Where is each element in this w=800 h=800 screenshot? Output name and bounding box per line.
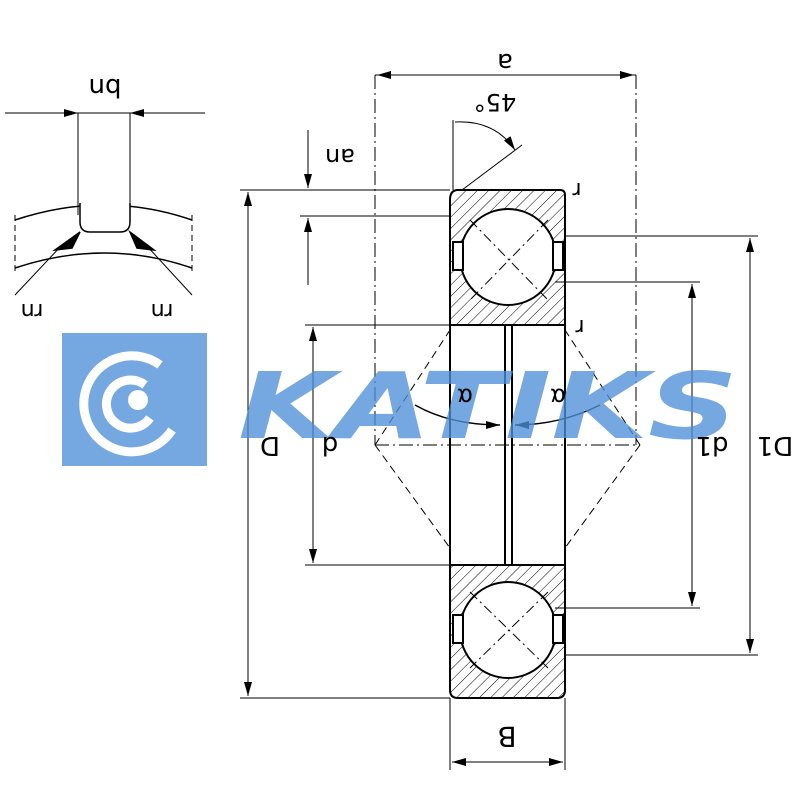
label-D1: D1: [757, 430, 794, 460]
label-an: an: [325, 143, 355, 171]
label-alpha-right: α: [550, 383, 566, 411]
ball-top: [459, 208, 557, 306]
dim-d: [305, 324, 450, 566]
label-d: d: [322, 430, 339, 460]
watermark: KATIKS: [62, 333, 738, 466]
label-rn-right: rn: [151, 298, 174, 323]
label-a: a: [497, 47, 513, 77]
label-r-mid: r: [575, 314, 585, 339]
dim-B: [449, 698, 566, 770]
label-45: 45°: [474, 88, 517, 116]
label-B: B: [497, 720, 516, 753]
watermark-text: KATIKS: [238, 353, 738, 460]
label-rn-left: rn: [21, 298, 44, 323]
label-alpha-left: α: [457, 383, 473, 411]
cage-detail: [5, 109, 205, 296]
dim-D1: [565, 235, 758, 656]
watermark-logo-icon: [79, 351, 176, 457]
label-d1: d1: [695, 430, 728, 460]
label-r-top: r: [572, 177, 582, 202]
dim-D: [240, 189, 450, 699]
label-D: D: [260, 430, 280, 460]
dim-d1: [555, 281, 700, 609]
contact-angle-lines: [374, 75, 641, 549]
label-bn: bn: [89, 72, 122, 102]
